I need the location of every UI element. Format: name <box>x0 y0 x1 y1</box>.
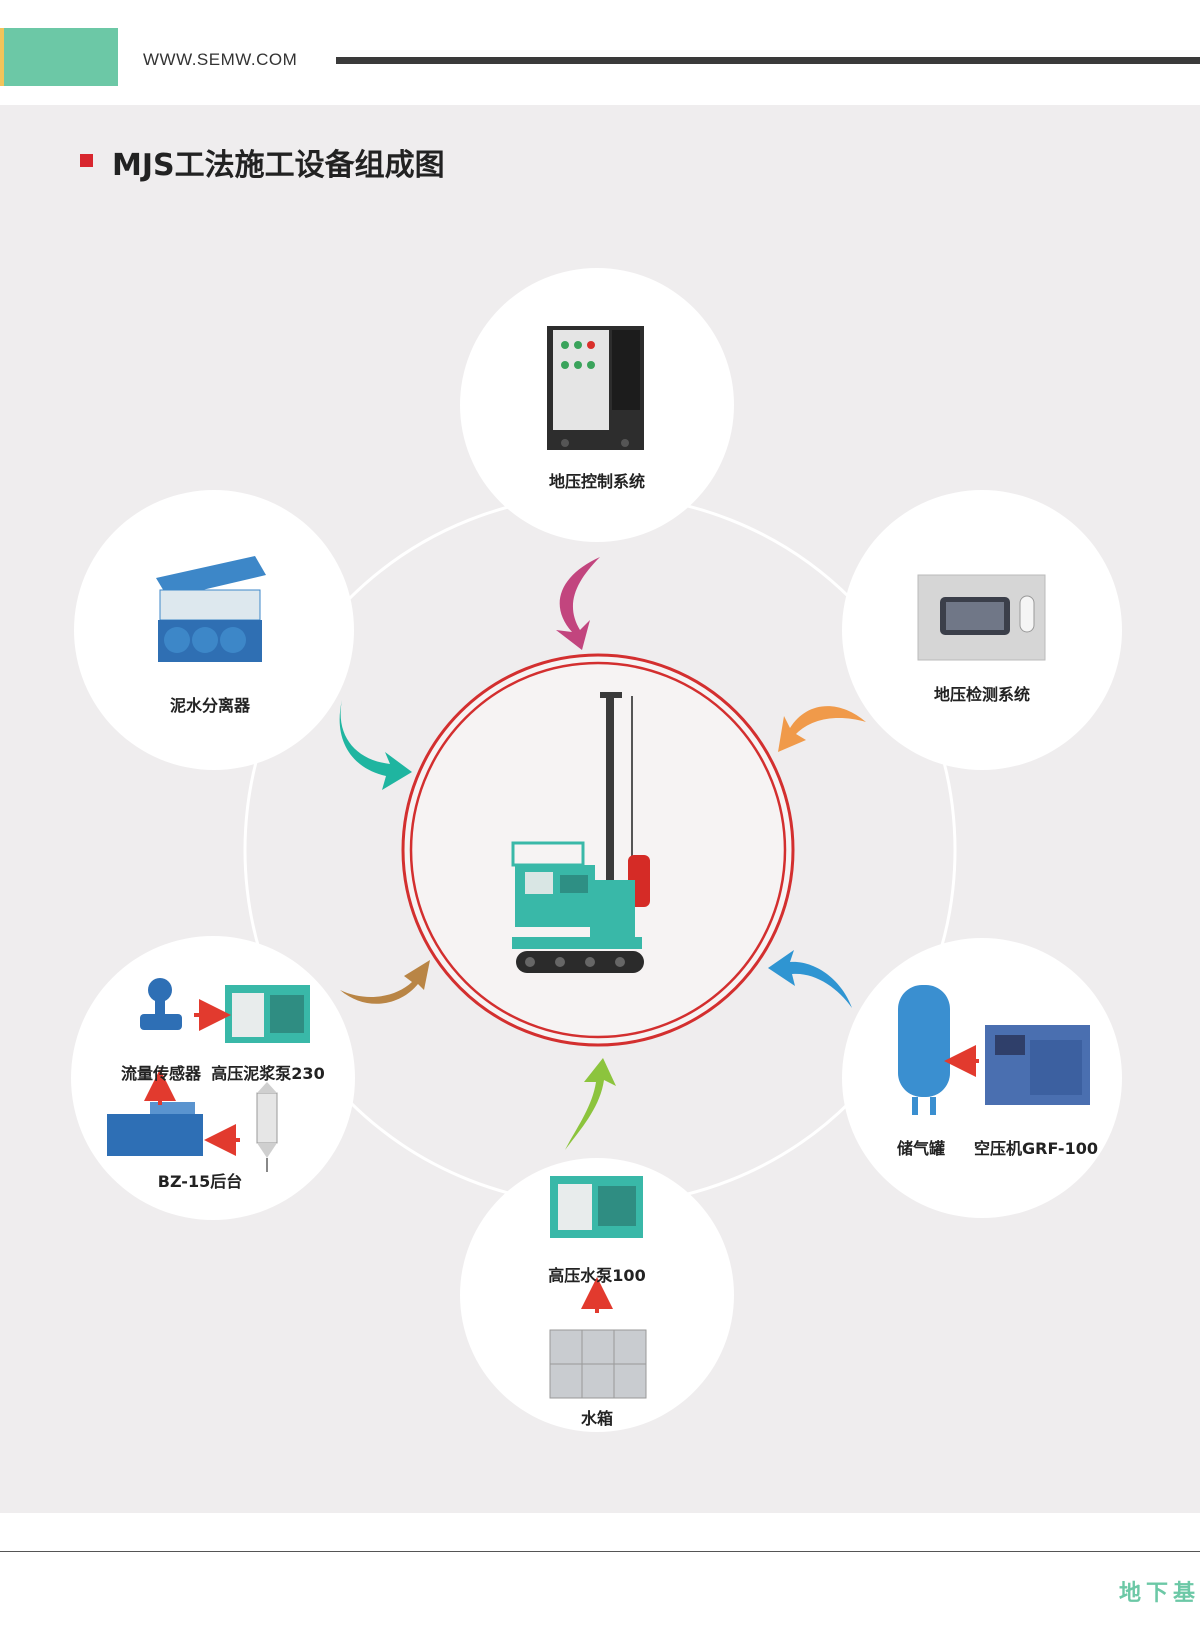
control-cabinet-image <box>547 326 644 450</box>
label-bz15-backstage: BZ-15后台 <box>157 1172 243 1191</box>
arrow-upper-left <box>339 700 412 790</box>
label-water-tank: 水箱 <box>580 1409 614 1428</box>
header-rule <box>336 57 1200 64</box>
arrow-top <box>556 557 600 650</box>
title-bullet <box>80 154 93 167</box>
label-high-pressure-mud-pump: 高压泥浆泵230 <box>211 1064 325 1083</box>
silo-image <box>256 1082 278 1172</box>
water-pump-image <box>550 1176 643 1238</box>
drilling-rig-image <box>511 692 650 973</box>
page-title: MJS工法施工设备组成图 <box>112 148 445 183</box>
arrow-upper-right <box>778 706 866 752</box>
site-url[interactable]: WWW.SEMW.COM <box>143 50 298 69</box>
label-flow-sensor: 流量传感器 <box>120 1064 202 1083</box>
page-header: WWW.SEMW.COM <box>0 0 1200 105</box>
label-high-pressure-water-pump: 高压水泵100 <box>548 1266 646 1285</box>
arrow-lower-left <box>340 960 430 1004</box>
header-accent-block <box>0 28 118 86</box>
flow-sensor-image <box>140 978 182 1030</box>
label-air-compressor: 空压机GRF-100 <box>974 1139 1098 1158</box>
label-mud-separator: 泥水分离器 <box>169 696 251 715</box>
air-tank-image <box>898 985 950 1115</box>
footer-rule <box>0 1551 1200 1552</box>
arrow-bottom <box>565 1058 616 1150</box>
center-ring-inner <box>409 661 787 1039</box>
water-tank-image <box>549 1329 647 1399</box>
arrow-lower-right <box>768 950 852 1008</box>
center-ring-outer <box>401 653 795 1047</box>
footer-text: 地下基 <box>1118 1581 1200 1606</box>
detection-box-image <box>917 574 1046 661</box>
air-compressor-image <box>985 1025 1090 1105</box>
label-ground-pressure-control: 地压控制系统 <box>548 472 646 491</box>
separator-image <box>156 556 266 662</box>
label-air-tank: 储气罐 <box>896 1139 946 1158</box>
mud-pump-image <box>225 985 310 1043</box>
label-ground-pressure-detection: 地压检测系统 <box>933 685 1031 704</box>
